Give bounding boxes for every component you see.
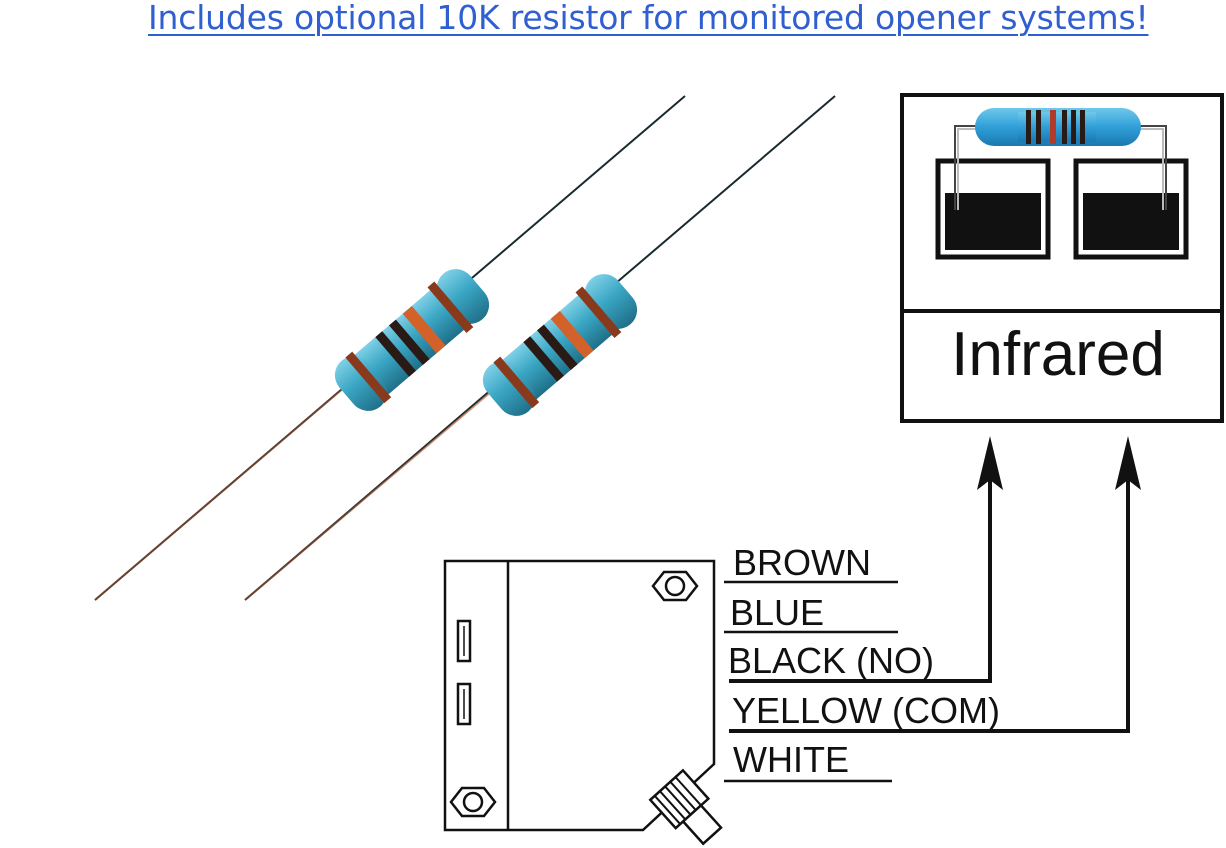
color-band — [402, 305, 446, 354]
wire-label-white: WHITE — [733, 739, 849, 780]
infrared-box: Infrared — [900, 93, 1224, 423]
color-band — [523, 336, 564, 382]
resistor-photo-2 — [244, 95, 836, 601]
color-band — [345, 351, 392, 404]
wire-label-yellow: YELLOW (COM) — [732, 690, 1000, 731]
wire-label-black: BLACK (NO) — [728, 640, 934, 681]
resistor-photo-1 — [94, 95, 686, 601]
mini-resistor-icon — [975, 108, 1141, 146]
wire-labels: BROWN BLUE BLACK (NO) YELLOW (COM) WHITE — [724, 542, 1000, 783]
arrow-up-icon — [1115, 436, 1141, 490]
color-band — [550, 310, 594, 359]
infrared-label: Infrared — [951, 320, 1165, 389]
color-band — [537, 324, 578, 370]
arrow-yellow-wire — [729, 436, 1141, 733]
photoelectric-sensor — [443, 559, 723, 846]
color-band — [575, 286, 622, 338]
color-band — [427, 281, 474, 333]
color-band — [375, 331, 416, 377]
headline-link[interactable]: Includes optional 10K resistor for monit… — [148, 0, 1149, 37]
color-band — [493, 356, 540, 409]
wire-label-blue: BLUE — [730, 592, 824, 633]
cable-gland-icon — [648, 768, 723, 846]
color-band — [389, 319, 430, 365]
wire-label-brown: BROWN — [733, 542, 871, 583]
arrow-black-wire — [729, 436, 1003, 683]
arrow-up-icon — [977, 436, 1003, 490]
